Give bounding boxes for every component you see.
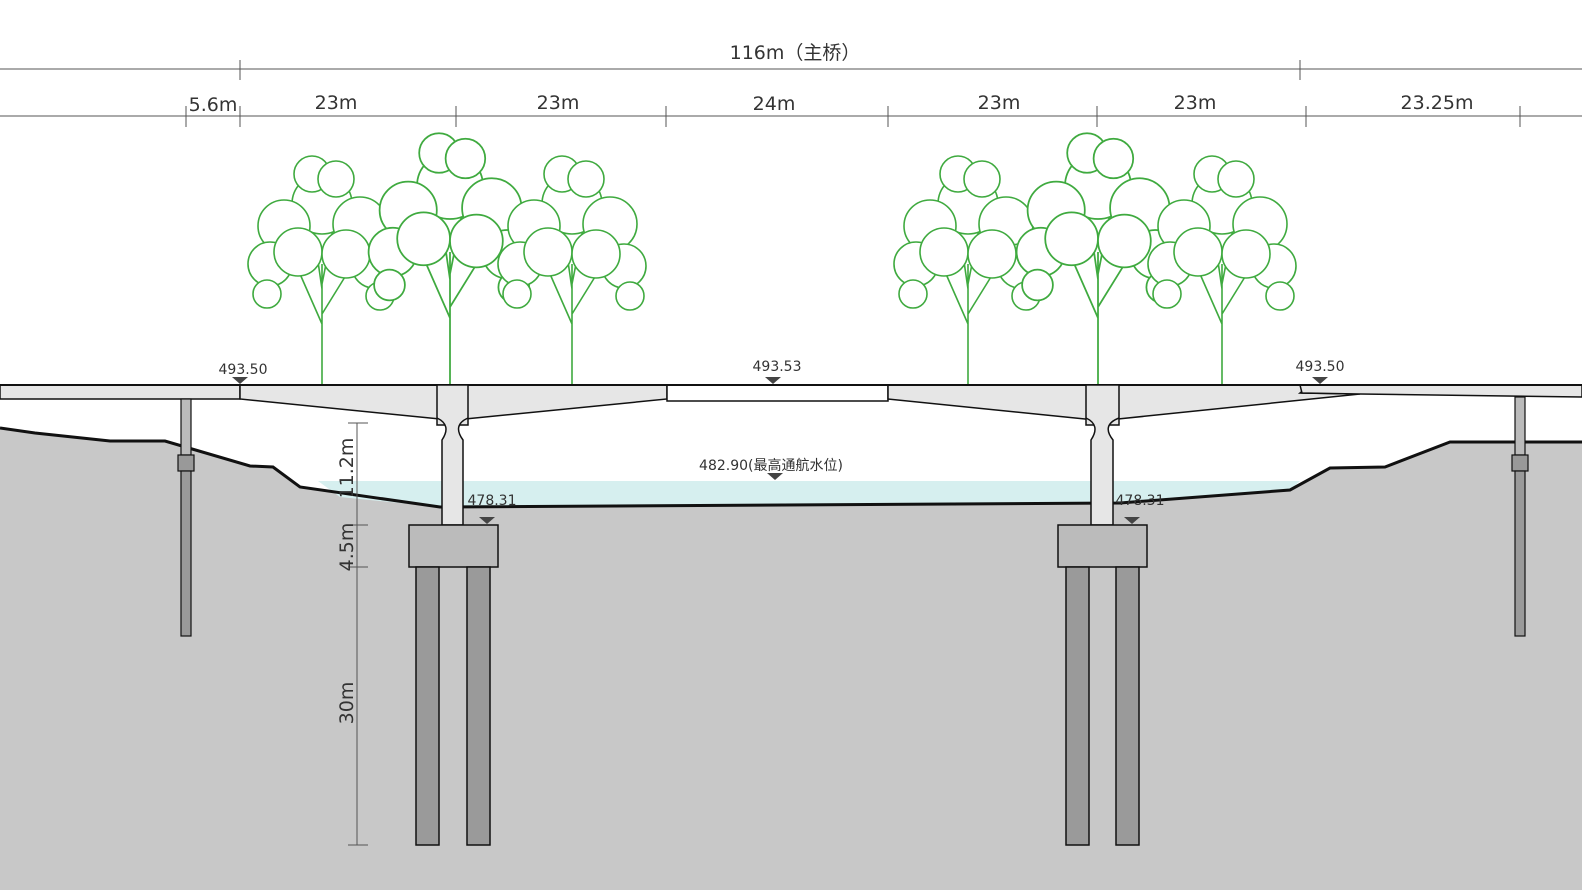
elevation-markers <box>232 377 1328 524</box>
left-approach-pile <box>177 398 195 637</box>
vertical-dimension <box>348 422 368 846</box>
span-label-2: 23m <box>315 92 358 114</box>
ground-line <box>0 426 1582 509</box>
vdim-cap-height: 4.5m <box>336 523 358 572</box>
right-main-pier <box>1057 384 1148 846</box>
elev-navigation-water: 482.90(最高通航水位) <box>699 457 843 474</box>
span-label-4: 24m <box>753 93 796 115</box>
elev-riverbed-right: 478.31 <box>1116 493 1165 509</box>
span-label-6: 23m <box>1174 92 1217 114</box>
deck-left-approach <box>0 384 241 400</box>
left-main-pier <box>408 384 499 846</box>
elev-deck-right: 493.50 <box>1296 359 1345 375</box>
span-label-7: 23.25m <box>1401 92 1474 114</box>
span-label-3: 23m <box>537 92 580 114</box>
deck-center-span <box>666 384 889 402</box>
dimension-lines <box>0 60 1582 127</box>
elev-deck-center: 493.53 <box>753 359 802 375</box>
main-bridge-label: 116m（主桥） <box>730 42 861 64</box>
tree-group-right <box>893 132 1297 385</box>
ground-fill <box>0 428 1582 890</box>
water-fill <box>318 481 1300 507</box>
elev-deck-left: 493.50 <box>219 362 268 378</box>
tree-group-left <box>247 132 647 385</box>
right-approach-pile <box>1511 396 1529 637</box>
span-label-1: 5.6m <box>189 94 238 116</box>
vdim-pier-height: 11.2m <box>336 438 358 499</box>
deck-right-girder <box>887 384 1361 420</box>
span-label-5: 23m <box>978 92 1021 114</box>
elev-riverbed-left: 478.31 <box>468 493 517 509</box>
vdim-pile-length: 30m <box>336 682 358 725</box>
